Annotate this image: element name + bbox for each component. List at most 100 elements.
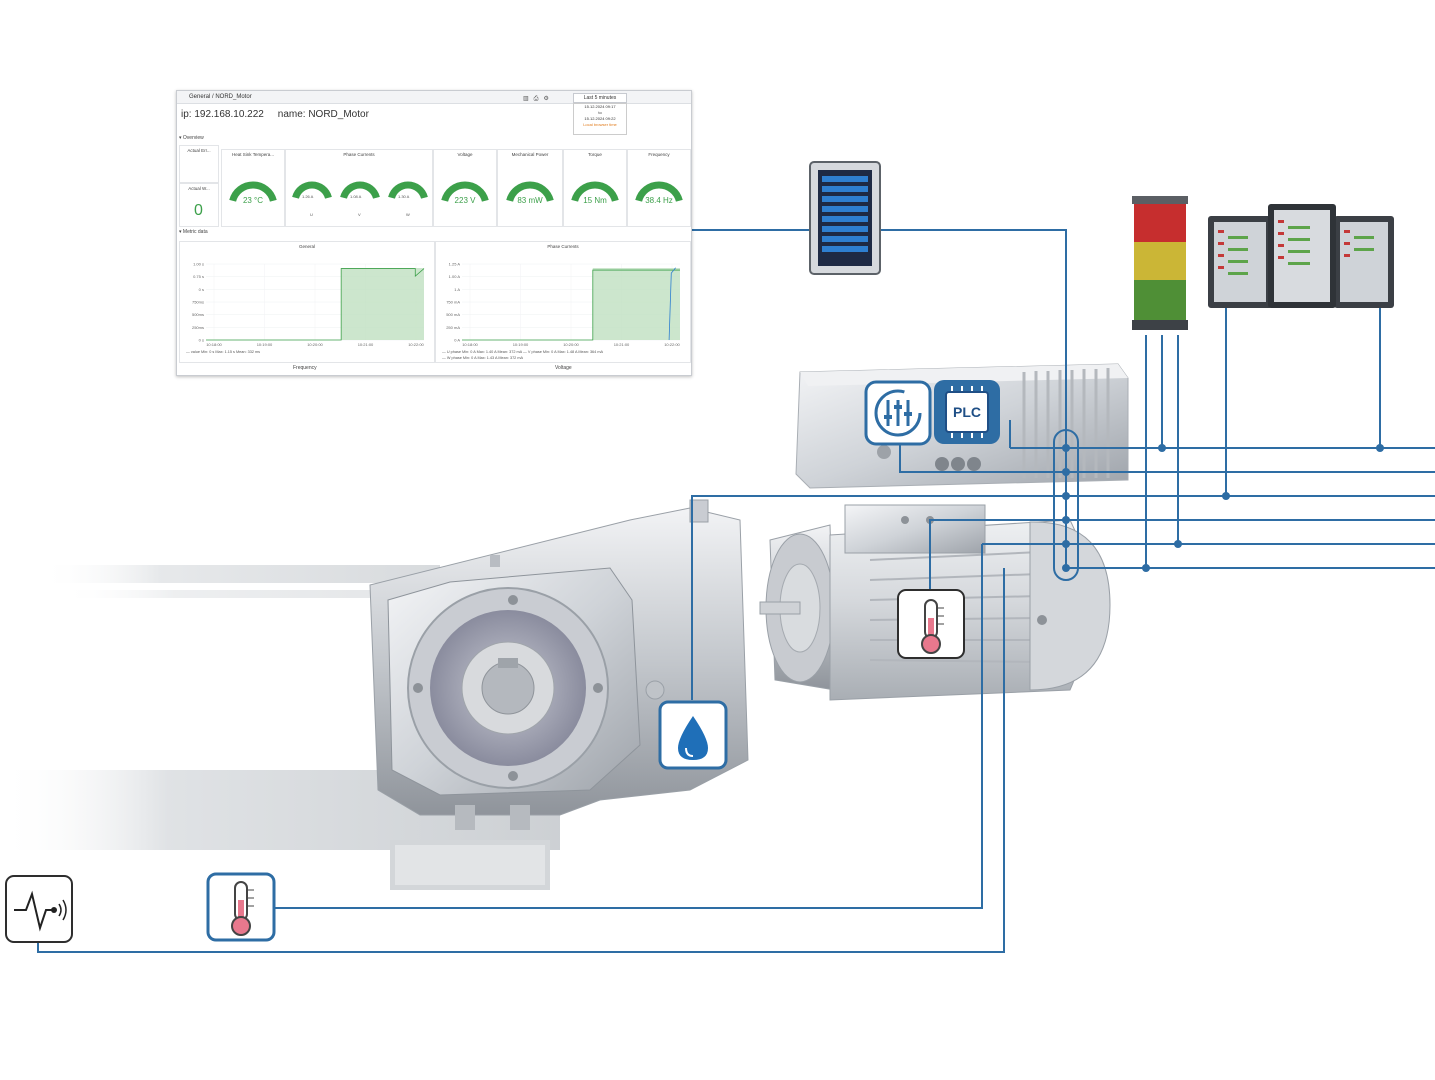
y-tick-label: 500ms [192,312,204,317]
y-tick-label: 250ms [192,325,204,330]
wire-junctions [1062,444,1384,572]
settings-sliders-icon [864,380,932,446]
torque-value: 15 Nm [583,196,607,205]
device-ip: ip: 192.168.10.222 [181,109,264,120]
plc-chip-icon: PLC [934,380,1000,444]
panel-title: Frequency [648,152,670,157]
hmi-panel-icon [809,161,881,275]
phase-u-label: U [310,212,313,217]
gauge-fill [506,181,554,202]
time-range-picker[interactable]: Last 5 minutes [573,93,627,103]
footer-frequency: Frequency [293,365,317,371]
panel-phase-currents: Phase Currents 1.26 A 1.08 A 1.30 A U V … [285,149,433,227]
time-range-tooltip: 15.12.2024 09:17 to 15.12.2024 09:22 Loc… [573,103,627,135]
series-area [592,268,680,340]
gauge-phase-u [292,181,332,199]
device-name: name: NORD_Motor [277,109,369,120]
gauge-fill [635,181,683,202]
plc-label: PLC [953,404,981,420]
y-tick-label: 750ms [192,300,204,305]
frequency-value: 38.4 Hz [645,196,673,205]
dashboard-topbar: General / NORD_Motor ▥⎙⚙ Last 5 minutes [177,91,691,104]
gauge-phase-v [340,181,380,199]
gearbox [369,499,749,830]
series-area [341,268,424,340]
gauge-fill [340,181,380,199]
panel-actual-w: Actual W... 0 [179,183,219,227]
panel-frequency: Frequency 38.4 Hz [627,149,691,227]
gauge-fill [441,181,489,202]
x-tick-label: 10:21:00 [614,342,630,347]
series-line [206,268,425,341]
x-tick-label: 10:22:00 [664,342,680,347]
y-tick-label: 500 mA [446,312,460,317]
panel-mechanical-power: Mechanical Power 83 mW [497,149,563,227]
tooltip-timezone: Local browser time [583,122,617,127]
water-drop-icon [658,700,728,770]
device-header: ip: 192.168.10.222 name: NORD_Motor [181,109,369,120]
panel-heat-sink: Heat Sink Tempera... 23 °C [221,149,285,227]
x-tick-label: 10:19:00 [257,342,273,347]
y-tick-label: 250 mA [446,325,460,330]
y-tick-label: 1.25 A [449,262,461,267]
x-tick-label: 10:19:00 [513,342,529,347]
y-tick-label: 750 mA [446,300,460,305]
signal-wiring [37,229,1435,953]
y-tick-label: 0 A [454,338,460,343]
signal-tower-icon [1132,196,1188,330]
actual-w-value: 0 [194,202,203,219]
phase-v-value: 1.08 A [350,194,362,199]
legend-entry: — U phase Min: 0 A Max: 1.40 A Mean: 372… [442,350,604,354]
heat-sink-value: 23 °C [242,196,264,205]
x-tick-label: 10:22:00 [408,342,424,347]
panel-title: Torque [588,152,602,157]
tooltip-to-label: to [598,110,602,115]
footer-voltage: Voltage [555,365,572,371]
toolbar-icons[interactable]: ▥⎙⚙ [523,96,554,102]
mechanical-power-value: 83 mW [517,196,543,205]
gauge-fill [292,181,332,199]
gauge-fill [229,181,277,202]
chart-title: Phase Currents [547,244,579,249]
series-line [462,269,680,341]
legend-entry: — value Min: 0 s Max: 1.15 s Mean: 332 m… [186,350,260,354]
gauge-fill [571,181,619,202]
y-tick-label: 1.00 A [449,274,461,279]
panel-title: Mechanical Power [511,152,549,157]
panel-title: Heat Sink Tempera... [232,152,274,157]
x-tick-label: 10:18:00 [206,342,222,347]
monitoring-dashboard: General / NORD_Motor ▥⎙⚙ Last 5 minutes … [176,90,692,376]
y-tick-label: 1 A [454,287,460,292]
panel-title: Phase Currents [343,152,375,157]
gauge-fill [388,181,428,199]
thermometer-icon [897,589,965,659]
phase-w-value: 1.30 A [398,194,410,199]
panel-actual-err: Actual Err... [179,145,219,183]
tooltip-from: 15.12.2024 09:17 [584,104,616,109]
vibration-sensor-icon [5,875,73,943]
gauge-phase-w [388,181,428,199]
y-tick-label: 0.75 s [193,274,204,279]
section-overview[interactable]: ▾ Overview [179,135,204,141]
phase-w-label: W [406,212,410,217]
y-tick-label: 0 s [199,338,204,343]
gauge-mechanical-power [506,181,554,202]
voltage-value: 223 V [454,196,476,205]
control-cabinet-icon [1208,204,1394,308]
panel-torque: Torque 15 Nm [563,149,627,227]
chart-phase-panel: Phase Currents 1.25 A 1.00 A 1 A 750 mA 500 … [435,241,691,363]
phase-v-label: V [358,212,361,217]
panel-title: Actual W... [188,186,210,191]
panel-voltage: Voltage 223 V [433,149,497,227]
thermometer-icon [206,872,276,942]
series-line [668,267,676,341]
breadcrumb[interactable]: General / NORD_Motor [189,94,252,100]
gauge-torque [571,181,619,202]
panel-title: Voltage [457,152,473,157]
section-metric-data[interactable]: ▾ Metric data [179,229,208,235]
gauge-voltage [441,181,489,202]
phase-u-value: 1.26 A [302,194,314,199]
tooltip-to: 15.12.2024 09:22 [584,116,616,121]
